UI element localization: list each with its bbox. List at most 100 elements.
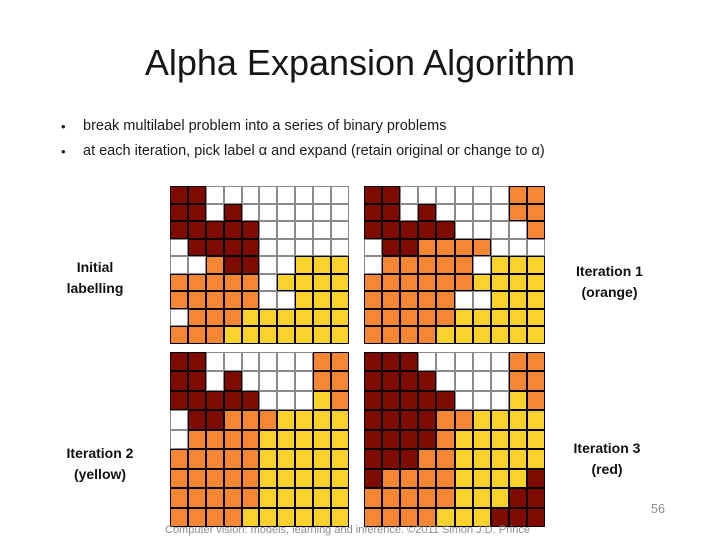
grid-cell xyxy=(526,429,545,450)
grid-cell xyxy=(400,291,419,309)
grid-cell xyxy=(205,256,224,274)
grid-cell xyxy=(508,371,527,391)
grid-cell xyxy=(454,371,473,391)
grid-cell xyxy=(259,308,278,327)
grid-cell xyxy=(313,429,332,450)
bullet-list: •break multilabel problem into a series … xyxy=(60,114,545,164)
grid-cell xyxy=(526,203,545,222)
grid-cell xyxy=(400,308,419,327)
grid-cell xyxy=(295,203,314,222)
grid-cell xyxy=(313,488,332,508)
grid-cell xyxy=(508,507,527,527)
grid-cell xyxy=(436,186,455,204)
grid-cell xyxy=(508,291,527,309)
grid-cell xyxy=(436,273,455,292)
grid-cell xyxy=(313,291,332,309)
grid-cell xyxy=(490,488,509,508)
grid-cell xyxy=(331,390,349,411)
grid-cell xyxy=(277,371,296,391)
grid-cell xyxy=(277,221,296,239)
grid-cell xyxy=(205,273,224,292)
grid-cell xyxy=(313,186,332,204)
grid-cell xyxy=(472,256,491,274)
grid-cell xyxy=(170,468,188,489)
grid-cell xyxy=(187,308,206,327)
grid-cell xyxy=(223,273,242,292)
grid-cell xyxy=(400,390,419,411)
grid-cell xyxy=(418,371,437,391)
grid-cell xyxy=(241,449,260,469)
grid-cell xyxy=(364,256,383,274)
grid-cell xyxy=(526,291,545,309)
grid-cell xyxy=(508,221,527,239)
grid-cell xyxy=(223,449,242,469)
grid-cell xyxy=(472,488,491,508)
label-line: (red) xyxy=(591,461,623,477)
grid-cell xyxy=(382,390,401,411)
grid-cell xyxy=(472,308,491,327)
grid-cell xyxy=(454,273,473,292)
grid-cell xyxy=(418,488,437,508)
grid-cell xyxy=(454,186,473,204)
grid-cell xyxy=(295,256,314,274)
grid-cell xyxy=(187,221,206,239)
pixel-grid-iteration-2-yellow xyxy=(170,352,349,527)
grid-cell xyxy=(277,507,296,527)
grid-cell xyxy=(472,221,491,239)
grid-cell xyxy=(364,352,383,372)
grid-cell xyxy=(259,238,278,257)
grid-cell xyxy=(187,371,206,391)
grid-cell xyxy=(259,390,278,411)
grid-cell xyxy=(205,352,224,372)
grid-cell xyxy=(259,429,278,450)
grid-cell xyxy=(223,371,242,391)
grid-cell xyxy=(526,186,545,204)
grid-cell xyxy=(205,291,224,309)
grid-cell xyxy=(526,468,545,489)
grid-cell xyxy=(382,410,401,430)
grid-cell xyxy=(170,371,188,391)
grid-cell xyxy=(364,488,383,508)
grid-cell xyxy=(187,352,206,372)
grid-cell xyxy=(331,507,349,527)
grid-cell xyxy=(472,390,491,411)
grid-cell xyxy=(364,186,383,204)
grid-cell xyxy=(205,449,224,469)
grid-cell xyxy=(490,371,509,391)
grid-cell xyxy=(331,186,349,204)
grid-cell xyxy=(259,221,278,239)
grid-cell xyxy=(313,256,332,274)
grid-cell xyxy=(418,429,437,450)
grid-cell xyxy=(223,390,242,411)
label-iteration-1: Iteration 1 (orange) xyxy=(542,261,677,303)
grid-cell xyxy=(331,410,349,430)
grid-cell xyxy=(508,273,527,292)
grid-cell xyxy=(436,488,455,508)
grid-cell xyxy=(205,308,224,327)
grid-cell xyxy=(313,449,332,469)
grid-cell xyxy=(382,203,401,222)
grid-cell xyxy=(508,256,527,274)
grid-cell xyxy=(170,273,188,292)
grid-cell xyxy=(331,256,349,274)
grid-cell xyxy=(436,449,455,469)
grid-cell xyxy=(313,410,332,430)
grid-cell xyxy=(259,352,278,372)
grid-cell xyxy=(526,449,545,469)
grid-cell xyxy=(241,352,260,372)
grid-cell xyxy=(205,390,224,411)
grid-cell xyxy=(277,203,296,222)
grid-cell xyxy=(382,429,401,450)
grid-cell xyxy=(259,468,278,489)
grid-cell xyxy=(223,326,242,344)
grid-cell xyxy=(313,221,332,239)
bullet-item: •break multilabel problem into a series … xyxy=(60,114,545,139)
grid-cell xyxy=(490,390,509,411)
grid-cell xyxy=(241,390,260,411)
label-line: (yellow) xyxy=(73,466,127,482)
grid-cell xyxy=(472,468,491,489)
grid-cell xyxy=(454,326,473,344)
footer-credit: Computer vision: models, learning and in… xyxy=(165,524,530,536)
grid-cell xyxy=(223,291,242,309)
